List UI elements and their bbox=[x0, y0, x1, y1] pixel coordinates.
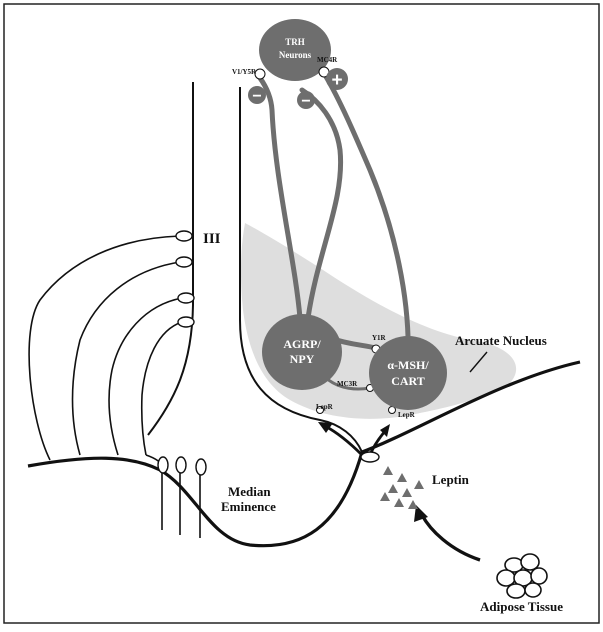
median-eminence-line2: Eminence bbox=[221, 499, 276, 514]
tanycyte-cell bbox=[178, 293, 194, 303]
leptin-particle bbox=[408, 500, 418, 509]
median-eminence-line1: Median bbox=[228, 484, 271, 499]
leptin-particle bbox=[402, 488, 412, 497]
msh-label-line2: CART bbox=[391, 374, 425, 388]
lepr-left-label: LepR bbox=[316, 403, 334, 411]
junction-cell bbox=[361, 452, 379, 462]
tanycyte-cell bbox=[176, 257, 192, 267]
adipocyte bbox=[525, 583, 541, 597]
minus-right-sign: − bbox=[301, 93, 310, 110]
msh-cart-neuron: α-MSH/ CART bbox=[369, 336, 447, 410]
arrowhead-left bbox=[318, 422, 333, 433]
leptin-arrows bbox=[325, 426, 480, 560]
adipocyte bbox=[531, 568, 547, 584]
leptin-particle bbox=[414, 480, 424, 489]
tanycyte-cell bbox=[178, 317, 194, 327]
v1-y5r-receptor bbox=[255, 69, 265, 79]
leptin-particles bbox=[380, 466, 424, 509]
trh-label-line2: Neurons bbox=[279, 50, 312, 60]
adipocyte bbox=[521, 554, 539, 570]
agrp-label-line2: NPY bbox=[290, 352, 315, 366]
mc4r-label: MC4R bbox=[317, 56, 338, 64]
trh-label-line1: TRH bbox=[285, 37, 305, 47]
adipocyte bbox=[507, 584, 525, 598]
tanycyte-cell bbox=[196, 459, 206, 475]
leptin-particle bbox=[383, 466, 393, 475]
msh-cart-body bbox=[369, 336, 447, 410]
plus-sign: + bbox=[331, 70, 342, 91]
lepr-right-label: LepR bbox=[398, 411, 416, 419]
leptin-particle bbox=[388, 484, 398, 493]
tanycyte-cell bbox=[176, 231, 192, 241]
adipose-cluster bbox=[497, 554, 547, 598]
agrp-npy-neuron: AGRP/ NPY bbox=[262, 314, 342, 390]
leptin-particle bbox=[380, 492, 390, 501]
adipose-tissue-label: Adipose Tissue bbox=[480, 599, 563, 614]
msh-label-line1: α-MSH/ bbox=[387, 358, 429, 372]
leptin-label: Leptin bbox=[432, 472, 470, 487]
mc3r-label: MC3R bbox=[337, 380, 358, 388]
tanycyte-cells bbox=[158, 231, 206, 475]
agrp-label-line1: AGRP/ bbox=[283, 337, 321, 351]
leptin-particle bbox=[394, 498, 404, 507]
third-ventricle-label: III bbox=[203, 231, 221, 247]
tanycyte-cell bbox=[176, 457, 186, 473]
arcuate-nucleus-label: Arcuate Nucleus bbox=[455, 333, 547, 348]
minus-left-sign: − bbox=[252, 88, 261, 105]
leptin-particle bbox=[397, 473, 407, 482]
tanycyte-cell bbox=[158, 457, 168, 473]
v1-y5r-label: V1/Y5R bbox=[232, 68, 257, 76]
y1r-label: Y1R bbox=[372, 334, 387, 342]
adipocyte bbox=[497, 570, 515, 586]
